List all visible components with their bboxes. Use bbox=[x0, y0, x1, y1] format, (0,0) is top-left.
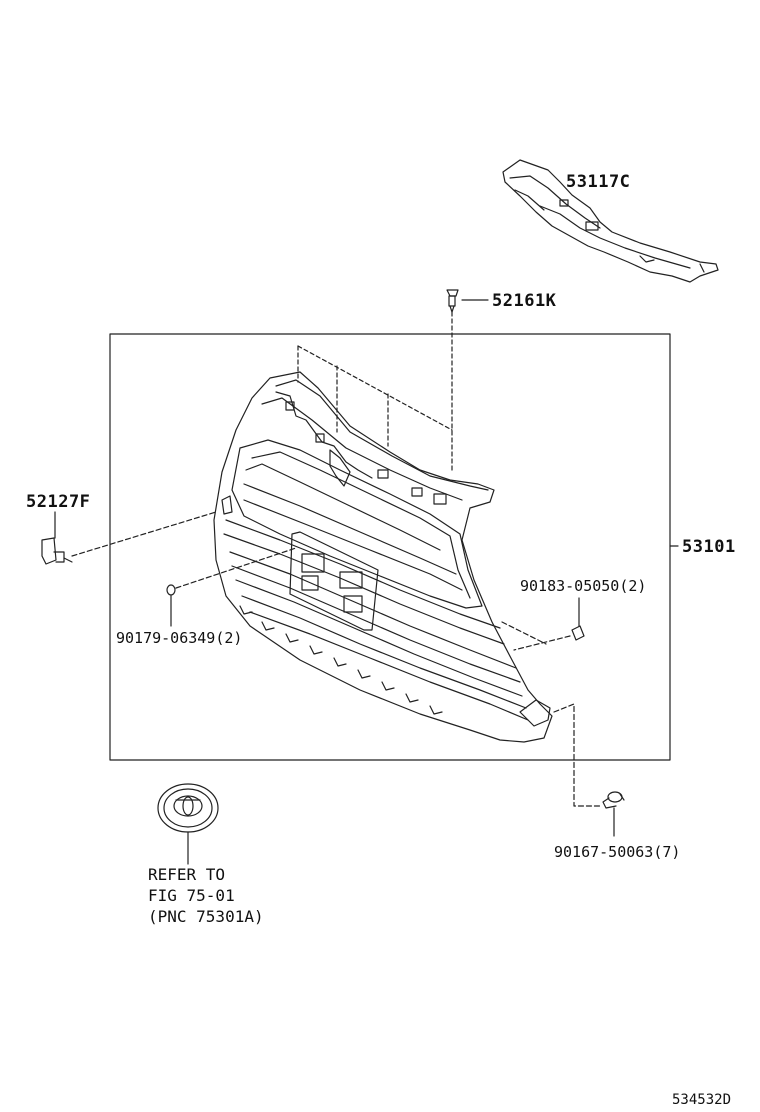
emblem-reference-part bbox=[157, 783, 219, 833]
clip-52161k-part bbox=[446, 289, 459, 313]
part-label-90179: 90179-06349(2) bbox=[116, 629, 243, 647]
reference-line-3: (PNC 75301A) bbox=[148, 907, 264, 926]
screw-90167-part bbox=[602, 791, 625, 809]
part-label-53117c: 53117C bbox=[566, 172, 631, 192]
dash-90179 bbox=[175, 547, 297, 589]
assembly-frame bbox=[109, 333, 671, 761]
alignment-lines bbox=[297, 345, 453, 447]
dash-90183 bbox=[513, 635, 571, 651]
reference-line-2: FIG 75-01 bbox=[148, 886, 235, 905]
clip-90183-part bbox=[571, 625, 585, 641]
illustration-id: 534532D bbox=[672, 1092, 732, 1108]
dash-90183-b bbox=[501, 621, 547, 645]
nut-90179-part bbox=[166, 584, 176, 596]
upper-bracket-part bbox=[502, 159, 719, 283]
part-label-52127f: 52127F bbox=[26, 492, 91, 512]
side-bracket-52127f-part bbox=[41, 537, 73, 565]
dash-52127f bbox=[71, 511, 217, 557]
grille-assembly-part bbox=[213, 371, 553, 743]
part-label-90167: 90167-50063(7) bbox=[554, 843, 681, 861]
reference-line-1: REFER TO bbox=[148, 865, 226, 884]
part-label-53101: 53101 bbox=[682, 537, 736, 557]
dash-90167 bbox=[553, 703, 601, 807]
part-label-52161k: 52161K bbox=[492, 291, 557, 311]
part-label-90183: 90183-05050(2) bbox=[520, 577, 647, 595]
